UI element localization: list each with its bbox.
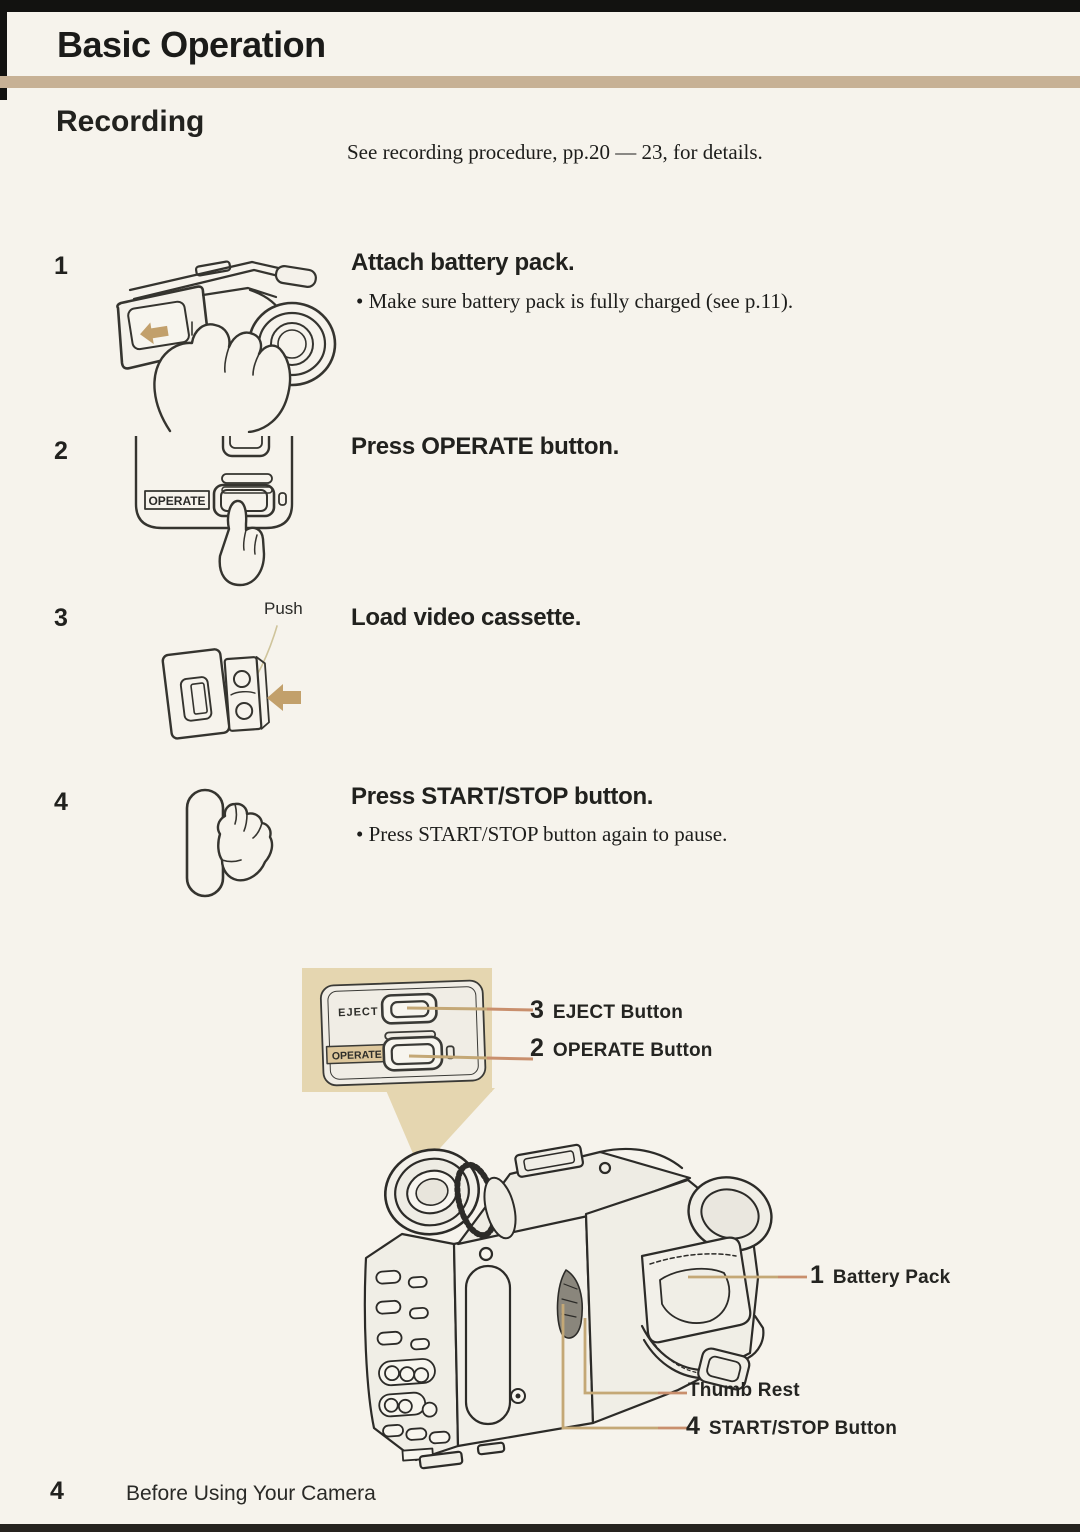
callout-label: Thumb Rest <box>688 1380 800 1401</box>
step-2-number: 2 <box>54 437 68 465</box>
callout-eject-button: 3 EJECT Button <box>530 996 683 1025</box>
callout-label: OPERATE Button <box>552 1040 713 1061</box>
fig2-operate-label: OPERATE <box>148 494 205 508</box>
callout-number: 3 <box>530 996 544 1024</box>
step-1-bullet: • Make sure battery pack is fully charge… <box>356 289 794 313</box>
step-4-bullet: • Press START/STOP button again to pause… <box>356 822 728 846</box>
step-4-heading: Press START/STOP button. <box>351 783 654 810</box>
callout-number: 1 <box>810 1261 824 1289</box>
top-scan-bar <box>0 0 1080 12</box>
camcorder-in-hand-illustration <box>116 260 337 433</box>
step-3-number: 3 <box>54 604 68 632</box>
callout-number: 2 <box>530 1034 544 1062</box>
callout-label: EJECT Button <box>552 1002 684 1023</box>
page-number: 4 <box>50 1477 64 1505</box>
start-stop-callout-line <box>561 1304 658 1430</box>
operate-button-press-illustration: OPERATE <box>134 436 294 587</box>
step-3-heading: Load video cassette. <box>351 604 582 631</box>
step-1-heading: Attach battery pack. <box>351 249 575 276</box>
camcorder-diagram <box>363 1143 807 1470</box>
callout-battery-pack: 1 Battery Pack <box>810 1261 950 1290</box>
push-arrow-icon <box>267 684 301 711</box>
chapter-title: Before Using Your Camera <box>126 1482 376 1505</box>
callout-thumb-rest: Thumb Rest <box>688 1380 800 1402</box>
callout-label: START/STOP Button <box>708 1418 898 1439</box>
start-stop-press-illustration <box>185 788 274 898</box>
inset-eject-label: EJECT <box>338 1006 379 1019</box>
callout-start-stop-button: 4 START/STOP Button <box>686 1412 897 1441</box>
thumb-rest-callout-line <box>583 1318 658 1395</box>
header-underline-rule <box>0 76 1080 88</box>
step-1-number: 1 <box>54 252 68 280</box>
bottom-scan-bar <box>0 1524 1080 1532</box>
button-panel-inset: EJECT OPERATE <box>302 968 534 1170</box>
inset-operate-label: OPERATE <box>332 1049 382 1063</box>
section-title: Recording <box>56 105 205 138</box>
step-4-number: 4 <box>54 788 68 816</box>
callout-label: Battery Pack <box>832 1267 951 1288</box>
page-title: Basic Operation <box>57 24 326 65</box>
push-label: Push <box>264 599 303 618</box>
operate-callout-line <box>408 1054 488 1060</box>
section-note: See recording procedure, pp.20 — 23, for… <box>347 140 763 164</box>
step-2-heading: Press OPERATE button. <box>351 433 619 460</box>
load-cassette-illustration <box>161 625 301 740</box>
left-scan-edge <box>0 0 7 100</box>
callout-number: 4 <box>686 1412 700 1440</box>
inset-pointer-tail <box>385 1088 495 1170</box>
callout-operate-button: 2 OPERATE Button <box>530 1034 713 1063</box>
eject-callout-line <box>406 1006 488 1011</box>
camera-lens <box>383 1148 481 1236</box>
